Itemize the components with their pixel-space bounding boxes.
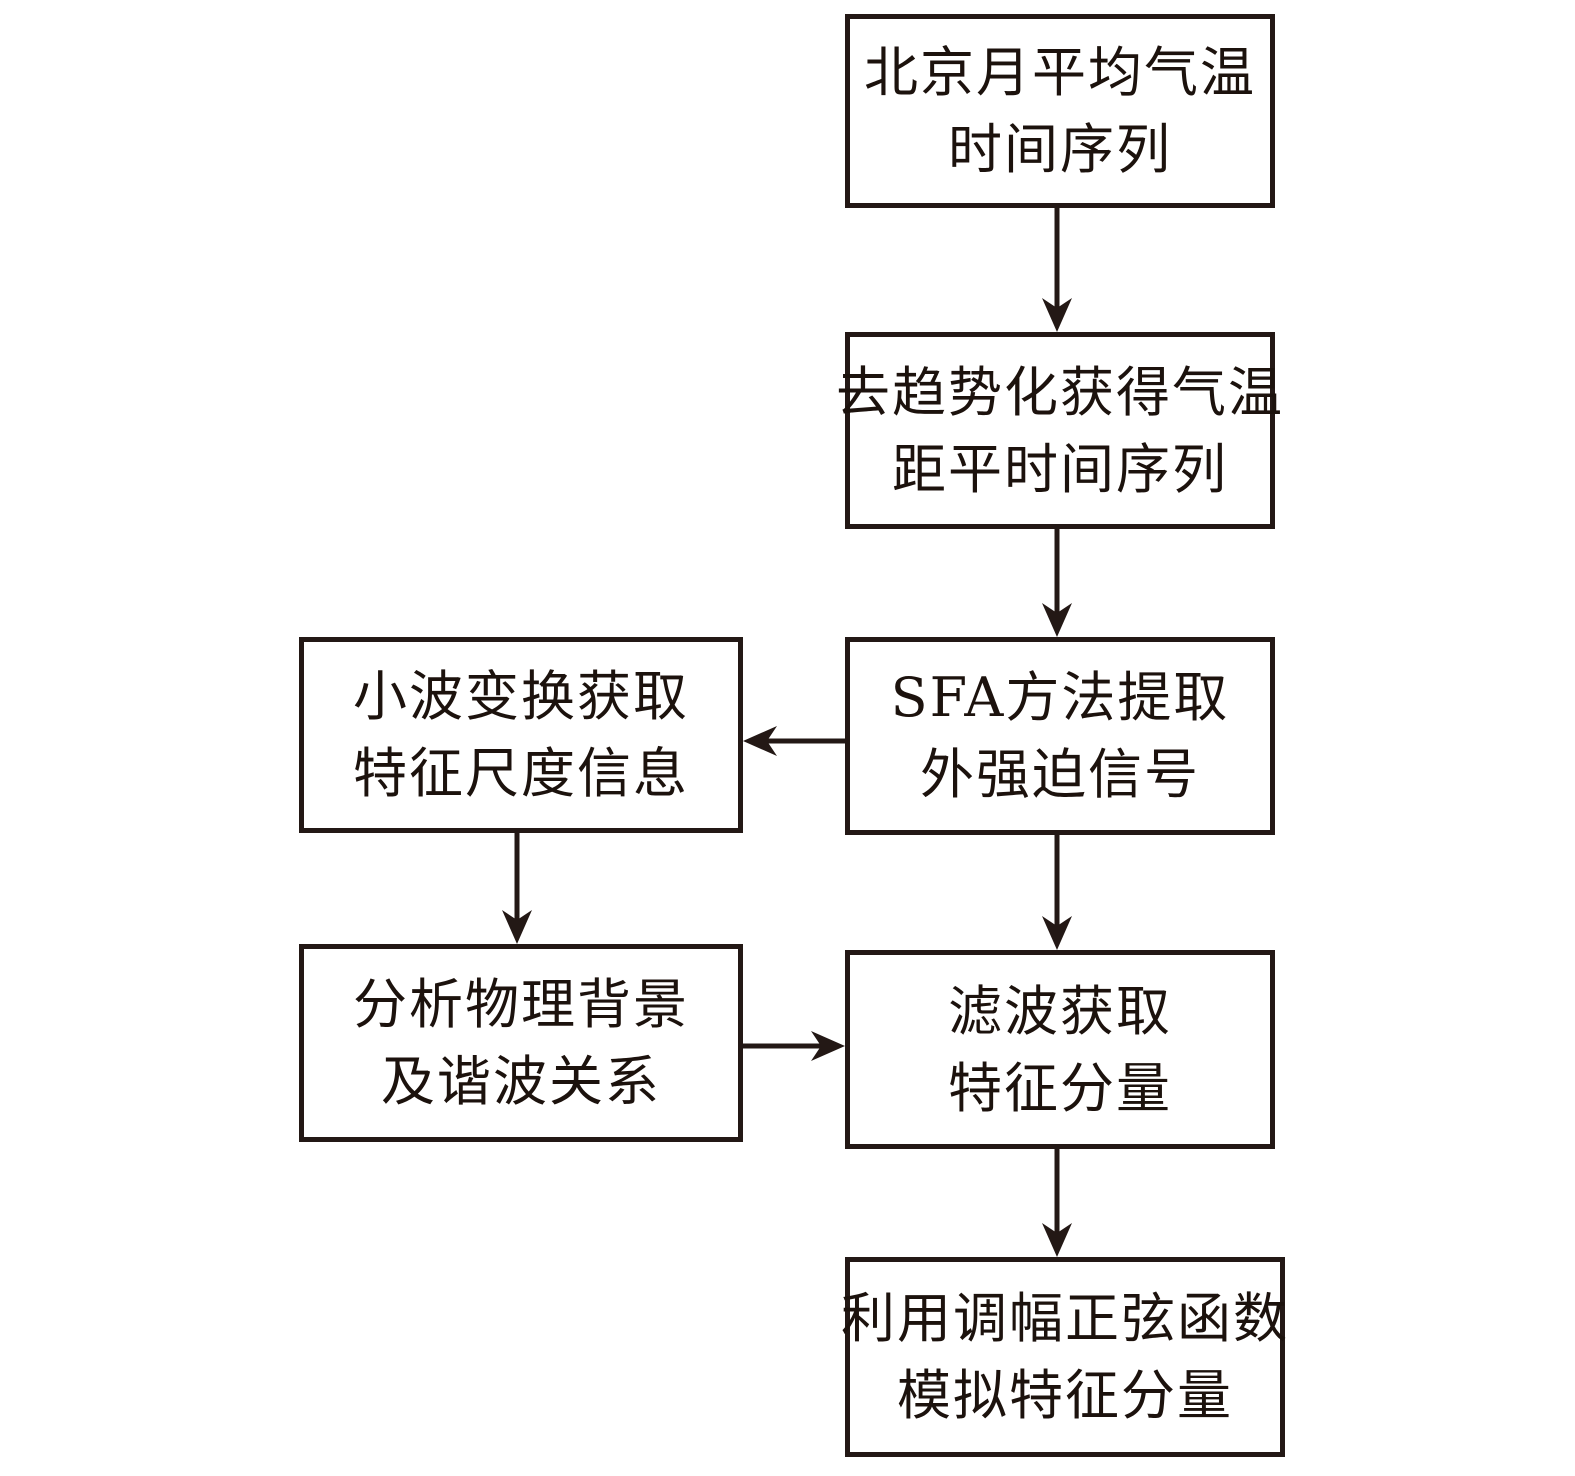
- arrow-physical-to-filter: [743, 1031, 845, 1061]
- flow-box-physical: 分析物理背景 及谐波关系: [299, 944, 743, 1142]
- arrow-filter-to-sine: [1042, 1149, 1072, 1257]
- flow-box-detrend-line1: 去趋势化获得气温: [836, 360, 1284, 424]
- flow-box-sine-line2: 模拟特征分量: [897, 1364, 1233, 1427]
- flow-box-temp-series: 北京月平均气温 时间序列: [845, 14, 1275, 208]
- flow-box-physical-line1: 分析物理背景: [353, 973, 689, 1036]
- flow-box-sfa: SFA方法提取 外强迫信号: [845, 637, 1275, 835]
- flow-box-wavelet-line1: 小波变换获取: [353, 665, 689, 728]
- flow-box-detrend: 去趋势化获得气温 距平时间序列: [836, 332, 1282, 529]
- flow-box-filter: 滤波获取 特征分量: [845, 950, 1275, 1149]
- flow-box-filter-line1: 滤波获取: [948, 979, 1172, 1043]
- arrow-detrend-to-sfa: [1042, 529, 1072, 637]
- flow-box-temp-series-line1: 北京月平均气温: [864, 41, 1256, 104]
- flow-box-sfa-line1: SFA方法提取: [890, 666, 1230, 729]
- flow-box-sfa-line2: 外强迫信号: [920, 743, 1200, 806]
- flow-box-sine-line1: 利用调幅正弦函数: [841, 1287, 1289, 1350]
- flow-box-filter-line2: 特征分量: [948, 1056, 1172, 1120]
- arrow-temp-to-detrend: [1042, 208, 1072, 332]
- arrow-sfa-to-filter: [1042, 835, 1072, 950]
- flow-box-detrend-line2: 距平时间序列: [892, 437, 1228, 501]
- flow-box-wavelet: 小波变换获取 特征尺度信息: [299, 637, 743, 833]
- arrow-sfa-to-wavelet: [743, 726, 845, 756]
- flow-box-wavelet-line2: 特征尺度信息: [353, 742, 689, 805]
- flow-box-temp-series-line2: 时间序列: [948, 118, 1172, 181]
- flow-box-physical-line2: 及谐波关系: [381, 1050, 661, 1113]
- flow-box-sine: 利用调幅正弦函数 模拟特征分量: [841, 1257, 1287, 1457]
- arrow-wavelet-to-physical: [502, 833, 532, 944]
